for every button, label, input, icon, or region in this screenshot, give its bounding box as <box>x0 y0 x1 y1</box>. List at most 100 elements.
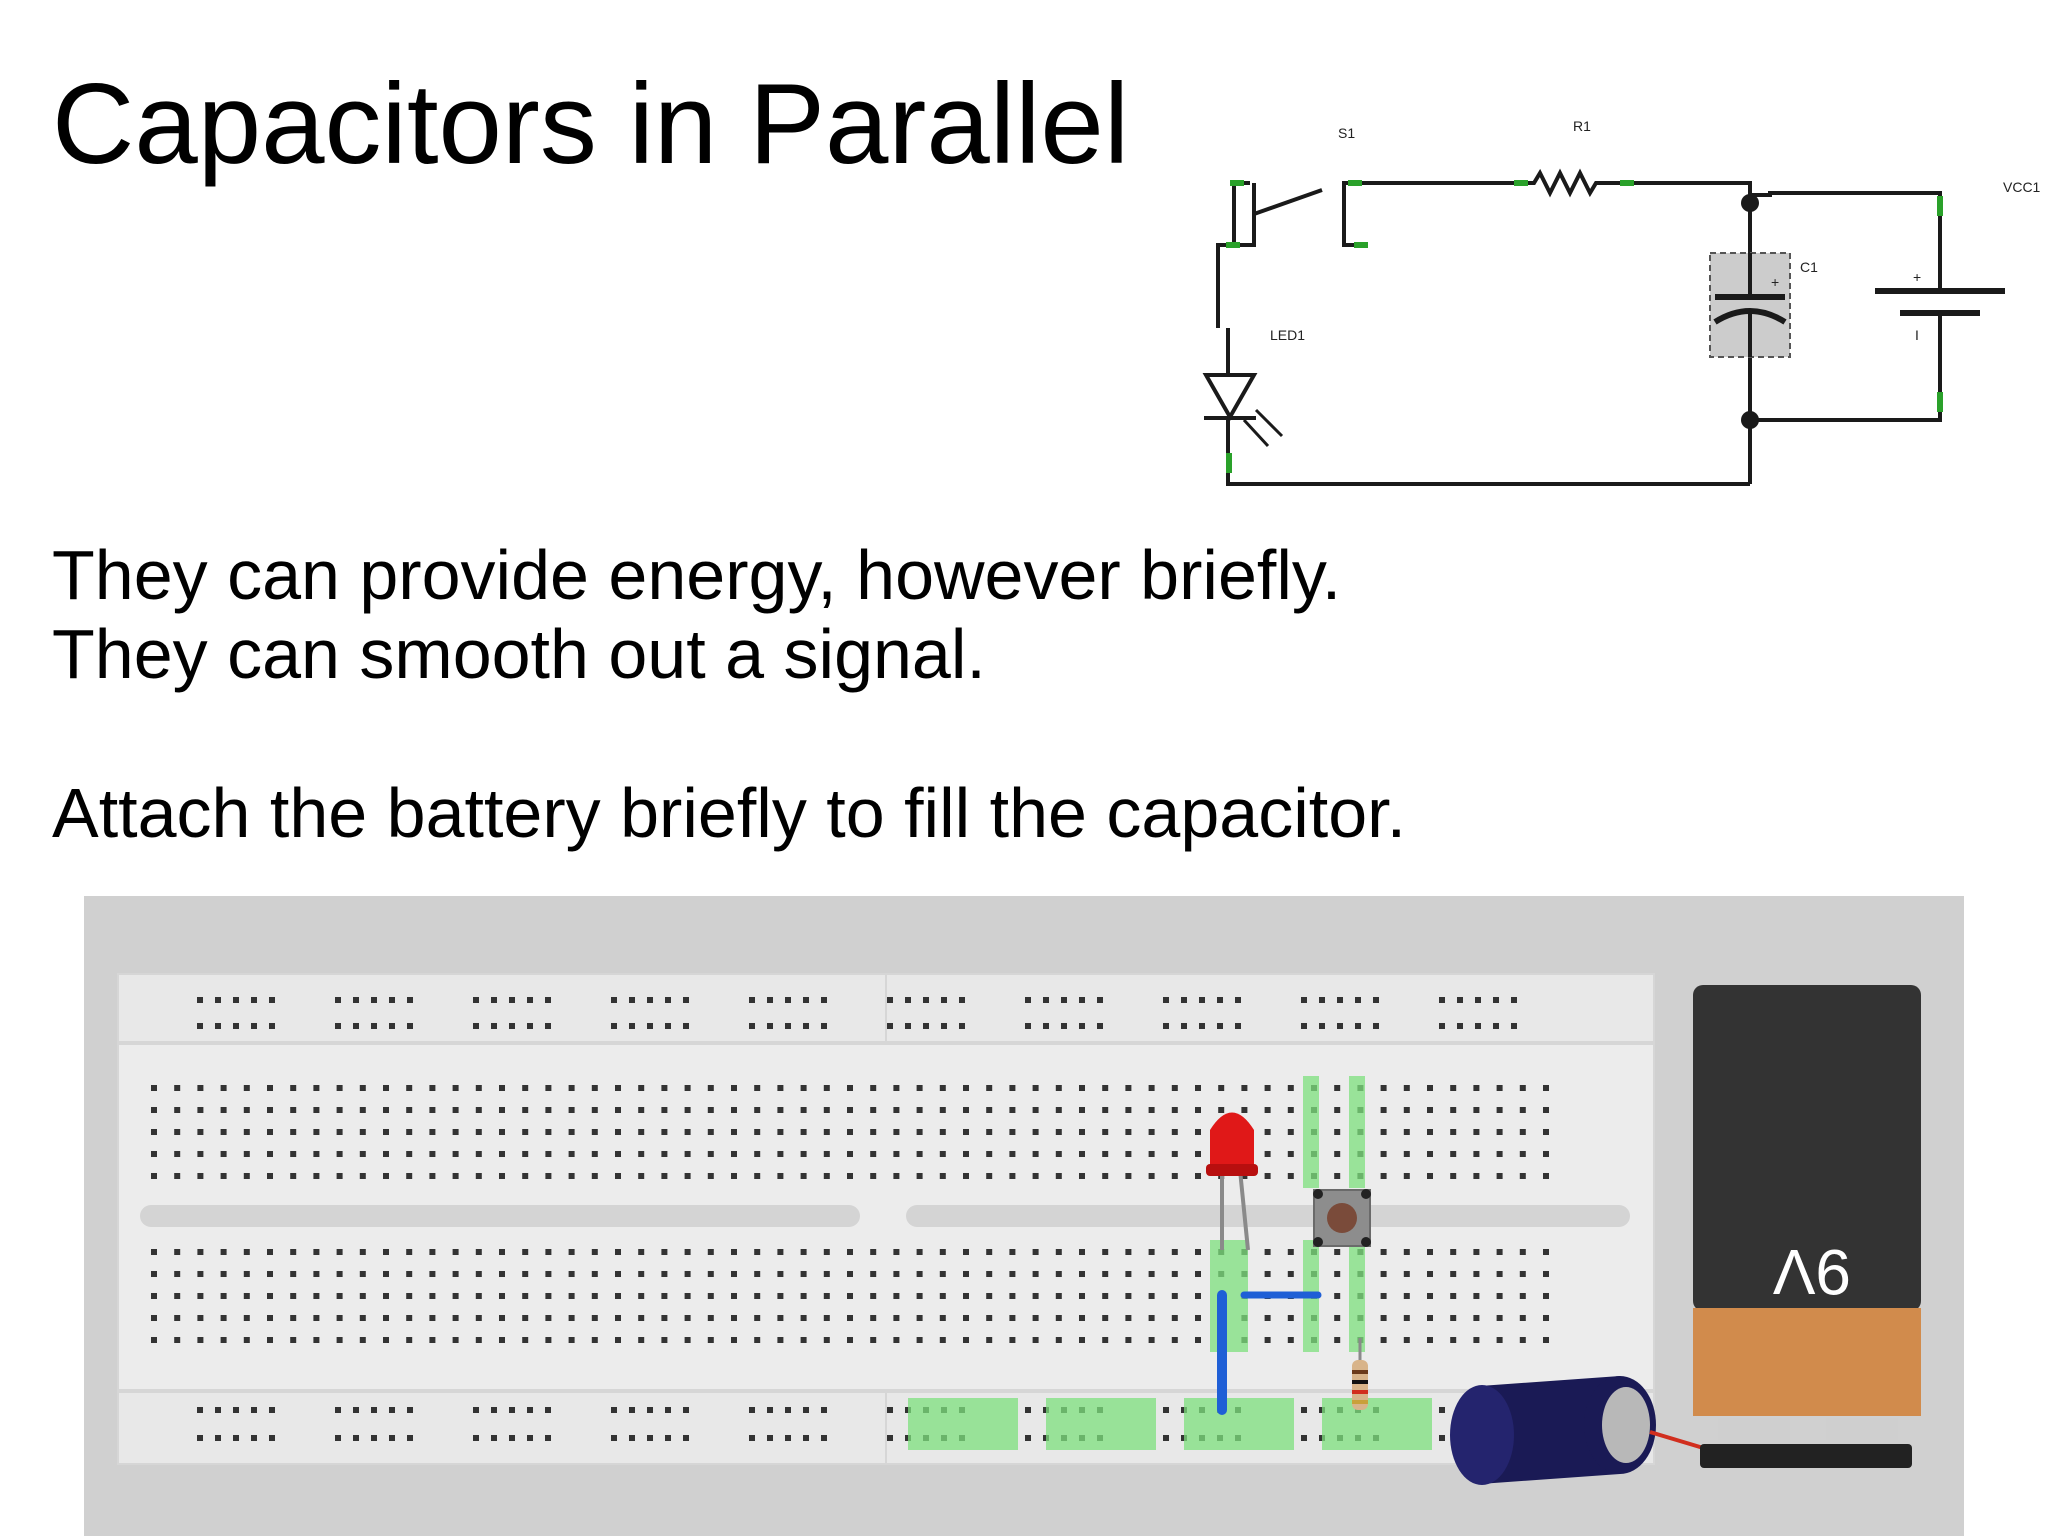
battery-minus-label: I <box>1915 327 1919 343</box>
breadboard-hole <box>313 1315 320 1321</box>
breadboard-hole <box>174 1129 181 1135</box>
breadboard-hole <box>1519 1085 1526 1091</box>
breadboard-hole <box>591 1129 598 1135</box>
breadboard-hole <box>267 1129 273 1135</box>
breadboard-hole <box>870 1129 877 1135</box>
breadboard-hole <box>1079 1173 1085 1179</box>
breadboard-hole <box>615 1151 621 1157</box>
breadboard-hole <box>407 1407 413 1413</box>
breadboard-hole <box>1519 1173 1526 1179</box>
breadboard-hole <box>1032 1085 1039 1091</box>
breadboard-hole <box>1055 1315 1062 1321</box>
breadboard-hole <box>777 1085 784 1091</box>
breadboard-hole <box>383 1249 389 1255</box>
breadboard-hole <box>731 1315 737 1321</box>
breadboard-hole <box>941 1023 947 1029</box>
breadboard-hole <box>785 1023 791 1029</box>
breadboard-hole <box>777 1129 784 1135</box>
capacitor-label: C1 <box>1800 259 1818 275</box>
breadboard-hole <box>707 1173 714 1179</box>
breadboard-hole <box>1439 1407 1445 1413</box>
breadboard-hole <box>429 1085 436 1091</box>
breadboard-hole <box>151 1249 157 1255</box>
breadboard-hole <box>151 1107 157 1113</box>
breadboard-hole <box>870 1293 877 1299</box>
breadboard-hole <box>313 1085 320 1091</box>
breadboard-hole <box>522 1337 529 1343</box>
breadboard-hole <box>545 1023 551 1029</box>
breadboard-hole <box>429 1107 436 1113</box>
breadboard-hole <box>499 1271 505 1277</box>
breadboard-hole <box>197 1271 204 1277</box>
breadboard-hole <box>1473 1249 1480 1255</box>
breadboard-hole <box>1032 1337 1039 1343</box>
breadboard-hole <box>777 1337 784 1343</box>
breadboard-hole <box>661 1151 668 1157</box>
breadboard-hole <box>1543 1129 1549 1135</box>
breadboard-hole <box>1148 1249 1155 1255</box>
breadboard-hole <box>1380 1293 1387 1299</box>
breadboard-hole <box>800 1107 807 1113</box>
breadboard-hole <box>499 1107 505 1113</box>
breadboard-hole <box>661 1129 668 1135</box>
switch-label: S1 <box>1338 125 1355 141</box>
breadboard-hole <box>1373 997 1379 1003</box>
breadboard-hole <box>939 1129 946 1135</box>
breadboard-hole <box>905 1023 911 1029</box>
breadboard-hole <box>1519 1249 1526 1255</box>
breadboard-hole <box>151 1293 157 1299</box>
breadboard-hole <box>684 1173 691 1179</box>
breadboard-hole <box>1337 1023 1343 1029</box>
breadboard-hole <box>429 1293 436 1299</box>
breadboard-hole <box>1043 997 1049 1003</box>
breadboard-hole <box>1403 1129 1410 1135</box>
breadboard-hole <box>1473 1315 1480 1321</box>
breadboard-hole <box>545 1249 552 1255</box>
breadboard-hole <box>847 1151 853 1157</box>
breadboard-hole <box>335 997 341 1003</box>
breadboard-hole <box>174 1271 181 1277</box>
breadboard-hole <box>174 1315 181 1321</box>
breadboard-hole <box>1264 1173 1271 1179</box>
breadboard-hole <box>986 1151 993 1157</box>
breadboard-hole <box>870 1337 877 1343</box>
breadboard-hole <box>1264 1249 1271 1255</box>
breadboard-hole <box>151 1337 157 1343</box>
breadboard-hole <box>611 1023 617 1029</box>
breadboard-hole <box>1032 1129 1039 1135</box>
breadboard-hole <box>1457 1023 1463 1029</box>
breadboard-hole <box>568 1129 575 1135</box>
breadboard-hole <box>986 1085 993 1091</box>
breadboard-hole <box>151 1315 157 1321</box>
breadboard-hole <box>220 1293 227 1299</box>
breadboard-hole <box>220 1173 227 1179</box>
breadboard-hole <box>1079 1107 1085 1113</box>
breadboard-hole <box>1496 1315 1503 1321</box>
breadboard-hole <box>684 1085 691 1091</box>
breadboard-hole <box>499 1337 505 1343</box>
breadboard-hole <box>1163 1023 1169 1029</box>
breadboard-hole <box>1496 1173 1503 1179</box>
electrolytic-capacitor <box>1450 1376 1711 1485</box>
breadboard-hole <box>220 1249 227 1255</box>
breadboard-hole <box>475 1173 482 1179</box>
breadboard-hole <box>1009 1271 1016 1277</box>
breadboard-hole <box>707 1315 714 1321</box>
breadboard-hole <box>1519 1151 1526 1157</box>
breadboard-hole <box>1171 1085 1178 1091</box>
breadboard-hole <box>647 997 653 1003</box>
breadboard-hole <box>1163 997 1169 1003</box>
breadboard-hole <box>731 1129 737 1135</box>
breadboard-hole <box>452 1293 459 1299</box>
breadboard-hole <box>475 1107 482 1113</box>
breadboard-hole <box>1055 1271 1062 1277</box>
breadboard-hole <box>1380 1337 1387 1343</box>
breadboard-hole <box>916 1107 923 1113</box>
breadboard-hole <box>527 1023 533 1029</box>
breadboard-hole <box>1450 1173 1457 1179</box>
breadboard-hole <box>1380 1107 1387 1113</box>
breadboard-hole <box>1171 1249 1178 1255</box>
breadboard-hole <box>452 1107 459 1113</box>
breadboard-hole <box>1450 1337 1457 1343</box>
breadboard-hole <box>683 1407 689 1413</box>
